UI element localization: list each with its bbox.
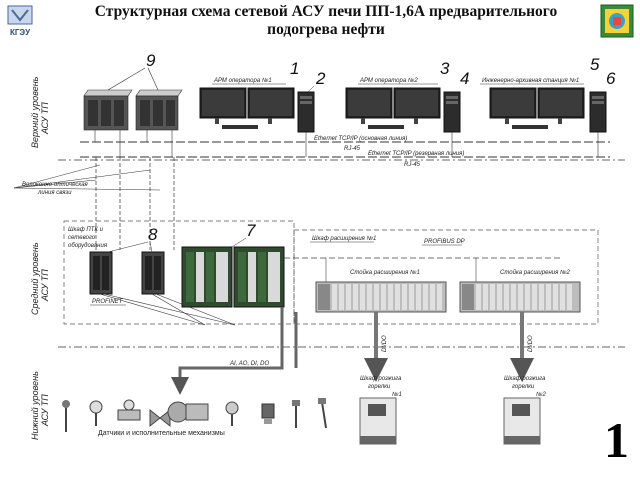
fiber-label-1: Волоконно-оптическая	[22, 182, 89, 188]
svg-text:АСУ ТП: АСУ ТП	[40, 269, 50, 302]
profinet-label: PROFINET	[92, 299, 124, 305]
ws2-pc-num: 4	[460, 69, 469, 88]
ws1-pc-num: 2	[315, 69, 326, 88]
leader-9b	[147, 67, 159, 91]
probe-icon	[318, 398, 327, 429]
leader-9a	[107, 67, 146, 91]
plc-controller	[181, 246, 285, 308]
burner2-label-3: №2	[536, 391, 546, 398]
ws1-monitor-num: 1	[290, 59, 299, 78]
workstation-2	[345, 87, 461, 133]
ptk-label-3: оборудования	[68, 243, 108, 249]
ws3-monitor-num: 5	[590, 55, 600, 74]
flowmeter-icon	[117, 399, 141, 421]
expansion-cabinet-label: Шкаф расширения №1	[312, 235, 376, 242]
thermocouple-icon	[292, 400, 300, 428]
expansion-rack-2	[459, 281, 581, 313]
analyzer-icon	[261, 403, 275, 424]
burner1-label-2: горелки	[368, 384, 391, 390]
ptk-label-1: Шкаф ПТК и	[68, 227, 104, 233]
svg-text:DI/DO: DI/DO	[382, 335, 388, 352]
burner-cabinet-2	[503, 397, 541, 445]
level-sensor-icon	[225, 401, 239, 426]
top-switch-2	[135, 89, 183, 131]
svg-text:Верхний уровень: Верхний уровень	[30, 76, 40, 148]
page-number: 1	[604, 412, 629, 468]
svg-text:АСУ ТП: АСУ ТП	[40, 394, 50, 427]
rack1-label: Стойка расширения №1	[350, 269, 420, 276]
title-line-1: Структурная схема сетевой АСУ печи ПП-1,…	[94, 3, 558, 20]
svg-text:Средний уровень: Средний уровень	[30, 242, 40, 315]
sensors-caption: Датчики и исполнительные механизмы	[98, 430, 225, 437]
switch-number-top: 9	[146, 51, 156, 70]
top-switch-1	[83, 89, 133, 131]
ethernet-main-label: Ethernet TCP/IP (основная линия)	[314, 136, 407, 142]
burner1-label-3: №1	[392, 391, 402, 398]
ws3-label: Инженерно-архивная станция №1	[482, 77, 579, 84]
page-title: Структурная схема сетевой АСУ печи ПП-1,…	[52, 3, 600, 39]
cable-label-1: DI/DO	[382, 335, 388, 352]
mid-switch-2	[141, 251, 165, 295]
burner2-label-1: Шкаф розжига	[504, 376, 546, 382]
fiber-label-2: линия связи	[37, 190, 72, 196]
plc-number: 7	[246, 221, 256, 240]
svg-text:АСУ ТП: АСУ ТП	[40, 102, 50, 135]
ethernet-reserve-label: Ethernet TCP/IP (резервная линия)	[368, 151, 464, 157]
temperature-sensor-icon	[62, 400, 70, 432]
profinet-links	[99, 293, 236, 326]
mid-switch-1	[89, 251, 113, 295]
expansion-rack-1	[315, 281, 447, 313]
cable-label-2: DI/DO	[528, 335, 534, 352]
kgeu-logo: КГЭУ	[4, 4, 36, 40]
workstation-1	[199, 87, 315, 133]
signals-arrow	[171, 307, 284, 395]
title-line-2: подогрева нефти	[267, 21, 385, 38]
level-top-label: Верхний уровень АСУ ТП	[30, 76, 50, 148]
switch-number-mid: 8	[148, 225, 158, 244]
ws3-pc-num: 6	[606, 69, 616, 88]
emblem-logo	[600, 4, 634, 38]
level-middle-label: Средний уровень АСУ ТП	[30, 242, 50, 315]
ws2-label: АРМ оператора №2	[359, 77, 418, 84]
pressure-gauge-icon	[89, 400, 103, 426]
ethernet-main-sub: RJ-45	[344, 146, 361, 152]
expansion-cabinet-border	[293, 229, 599, 325]
ws2-monitor-num: 3	[440, 59, 450, 78]
workstation-3	[489, 87, 607, 133]
device-drops	[94, 130, 599, 157]
rack2-label: Стойка расширения №2	[500, 269, 570, 276]
profibus-label: PROFIBUS DP	[424, 239, 465, 245]
level-bottom-label: Нижний уровень АСУ ТП	[30, 371, 50, 440]
ptk-label-2: сетевого	[68, 235, 96, 241]
burner2-label-2: горелки	[512, 384, 535, 390]
fiber-lines	[95, 157, 175, 250]
signals-label: AI, AO, DI, DO	[229, 361, 269, 367]
logo-left-text: КГЭУ	[10, 28, 31, 37]
burner1-label-1: Шкаф розжига	[360, 376, 402, 382]
pump-motor-icon	[167, 401, 209, 423]
burner-cabinet-1	[359, 397, 397, 445]
ethernet-reserve-sub: RJ-45	[404, 162, 421, 168]
ws1-label: АРМ оператора №1	[213, 77, 272, 84]
svg-text:Нижний уровень: Нижний уровень	[30, 371, 40, 440]
valve-icon	[149, 408, 171, 428]
field-devices	[62, 398, 327, 432]
svg-text:DI/DO: DI/DO	[528, 335, 534, 352]
